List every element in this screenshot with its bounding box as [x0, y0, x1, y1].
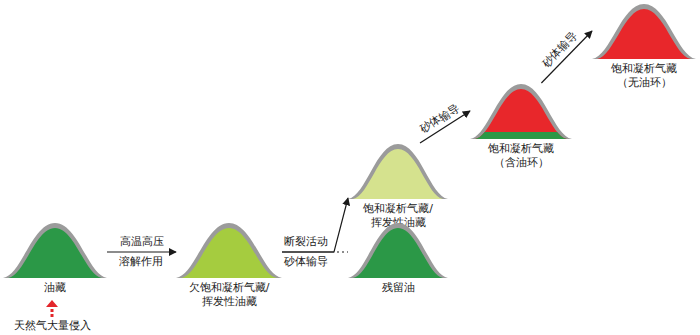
reservoir-node: 饱和凝析气藏 （含油环） [470, 83, 572, 170]
reservoir-node: 饱和凝析气藏 （无油环） [592, 3, 696, 90]
reservoir-mound [348, 222, 448, 278]
reservoir-node: 残留油 [348, 222, 448, 295]
process-label: 断裂活动 [284, 235, 328, 249]
reservoir-label: 欠饱和凝析气藏/ 挥发性油藏 [179, 281, 279, 309]
reservoir-label: 饱和凝析气藏 （无油环） [594, 62, 694, 90]
mound-outline [3, 223, 107, 278]
reservoir-node: 欠饱和凝析气藏/ 挥发性油藏 [176, 222, 282, 309]
edge-label: 高温高压 [120, 235, 164, 249]
mound-fill [353, 149, 443, 199]
reservoir-mound [176, 222, 282, 278]
mound-fill [181, 228, 276, 278]
flow-arrow [107, 251, 176, 252]
process-label: 溶解作用 [119, 255, 163, 269]
mound-outline [348, 144, 448, 199]
flow-arrow [282, 198, 348, 252]
reservoir-mound [348, 143, 448, 199]
reservoir-mound [3, 222, 107, 278]
mound-fill [8, 228, 102, 278]
process-label: 砂体输导 [284, 255, 328, 269]
reservoir-node: 饱和凝析气藏/ 挥发性油藏 [348, 143, 448, 230]
mound-fill [597, 9, 691, 59]
mound-outline [470, 84, 572, 139]
reservoir-node: 油藏 [3, 222, 107, 295]
flow-arrow [282, 251, 348, 252]
reservoir-label: 残留油 [348, 281, 448, 295]
oil-ring [470, 132, 572, 139]
reservoir-mound [470, 83, 572, 139]
reservoir-label: 饱和凝析气藏 （含油环） [471, 142, 571, 170]
gas-intrusion-arrowhead [46, 300, 58, 307]
mound-outline [592, 4, 696, 59]
gas-intrusion-arrow [51, 306, 54, 317]
edge-label: 砂体输导 [417, 101, 462, 137]
mound-fill [353, 228, 443, 278]
reservoir-label: 油藏 [5, 281, 105, 295]
mound-fill [475, 89, 567, 139]
reservoir-mound [592, 3, 696, 59]
mound-outline [176, 223, 282, 278]
process-label: 天然气大量侵入 [14, 319, 91, 333]
edge-label: 砂体输导 [539, 29, 580, 70]
mound-outline [348, 223, 448, 278]
